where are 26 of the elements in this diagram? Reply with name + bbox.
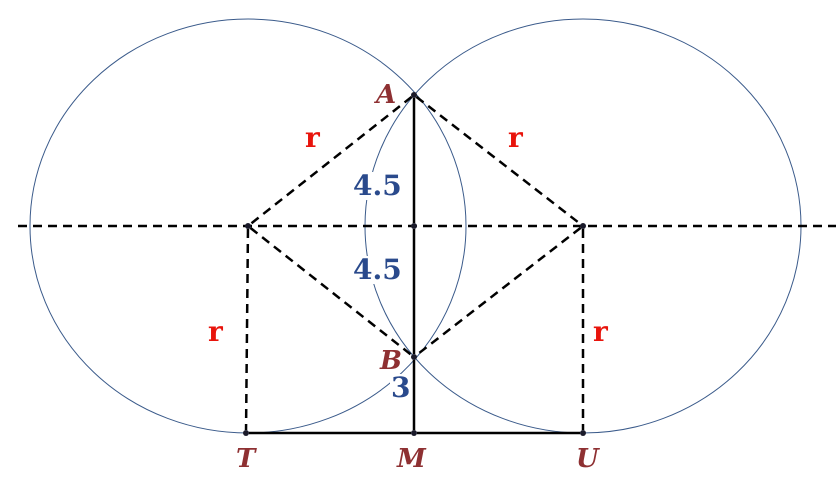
line-segment — [582, 229, 584, 430]
point-label: U — [576, 446, 599, 472]
line-segment — [412, 360, 416, 430]
edge-label: 4.5 — [352, 256, 403, 284]
vertex-point — [411, 430, 417, 436]
point-label: T — [236, 446, 256, 472]
point-label: A — [376, 82, 396, 108]
vertex-point — [580, 430, 586, 436]
vertex-point — [411, 92, 417, 98]
vertex-point — [411, 354, 417, 360]
line-segment — [416, 96, 582, 226]
line-segment — [249, 432, 411, 434]
vertex-point — [245, 223, 251, 229]
line-segment — [250, 226, 412, 356]
vertex-point — [411, 223, 417, 229]
point-label: M — [397, 446, 426, 472]
line-segment — [250, 96, 412, 226]
point-label: B — [380, 348, 402, 374]
line-segment — [417, 432, 580, 434]
vertex-point — [243, 430, 249, 436]
line-segment — [416, 226, 582, 356]
edge-label: 4.5 — [352, 172, 403, 200]
line-segment — [244, 228, 250, 430]
vertex-point — [580, 223, 586, 229]
line-segment — [412, 229, 416, 354]
line-segment — [412, 98, 416, 223]
